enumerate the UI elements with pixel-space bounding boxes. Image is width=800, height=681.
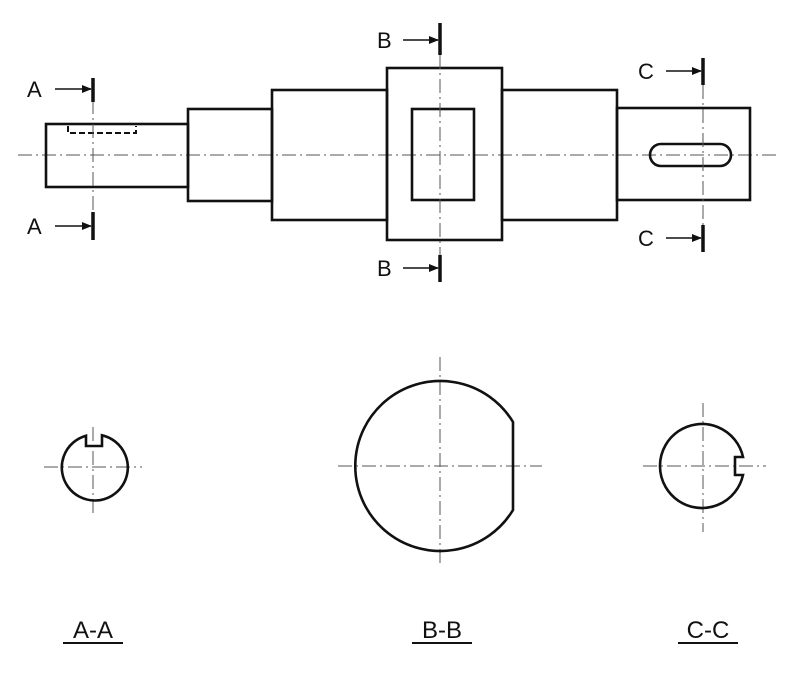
section-c-c bbox=[643, 403, 766, 532]
cut-label-a-bottom: A bbox=[27, 214, 42, 239]
title-b-b: B-B bbox=[422, 617, 462, 644]
cut-label-a-top: A bbox=[27, 77, 42, 102]
section-titles: A-A B-B C-C bbox=[63, 617, 738, 644]
section-b-b bbox=[338, 357, 542, 567]
front-view bbox=[18, 55, 778, 255]
cut-markers: A A B B C C bbox=[27, 23, 705, 282]
cut-label-b-bottom: B bbox=[377, 256, 392, 281]
section-b-profile bbox=[353, 379, 515, 553]
key-slot bbox=[648, 142, 733, 168]
square-block bbox=[385, 66, 504, 242]
cut-label-c-bottom: C bbox=[638, 226, 654, 251]
title-c-c: C-C bbox=[687, 617, 730, 644]
cut-label-c-top: C bbox=[638, 59, 654, 84]
block-flat-face bbox=[410, 107, 476, 202]
title-a-a: A-A bbox=[73, 617, 113, 644]
hidden-keyway bbox=[67, 126, 137, 134]
section-a-profile bbox=[60, 433, 130, 502]
section-a-a bbox=[44, 427, 142, 515]
cut-label-b-top: B bbox=[377, 28, 392, 53]
shaft-segment-6 bbox=[615, 106, 752, 202]
section-c-profile bbox=[658, 422, 745, 510]
